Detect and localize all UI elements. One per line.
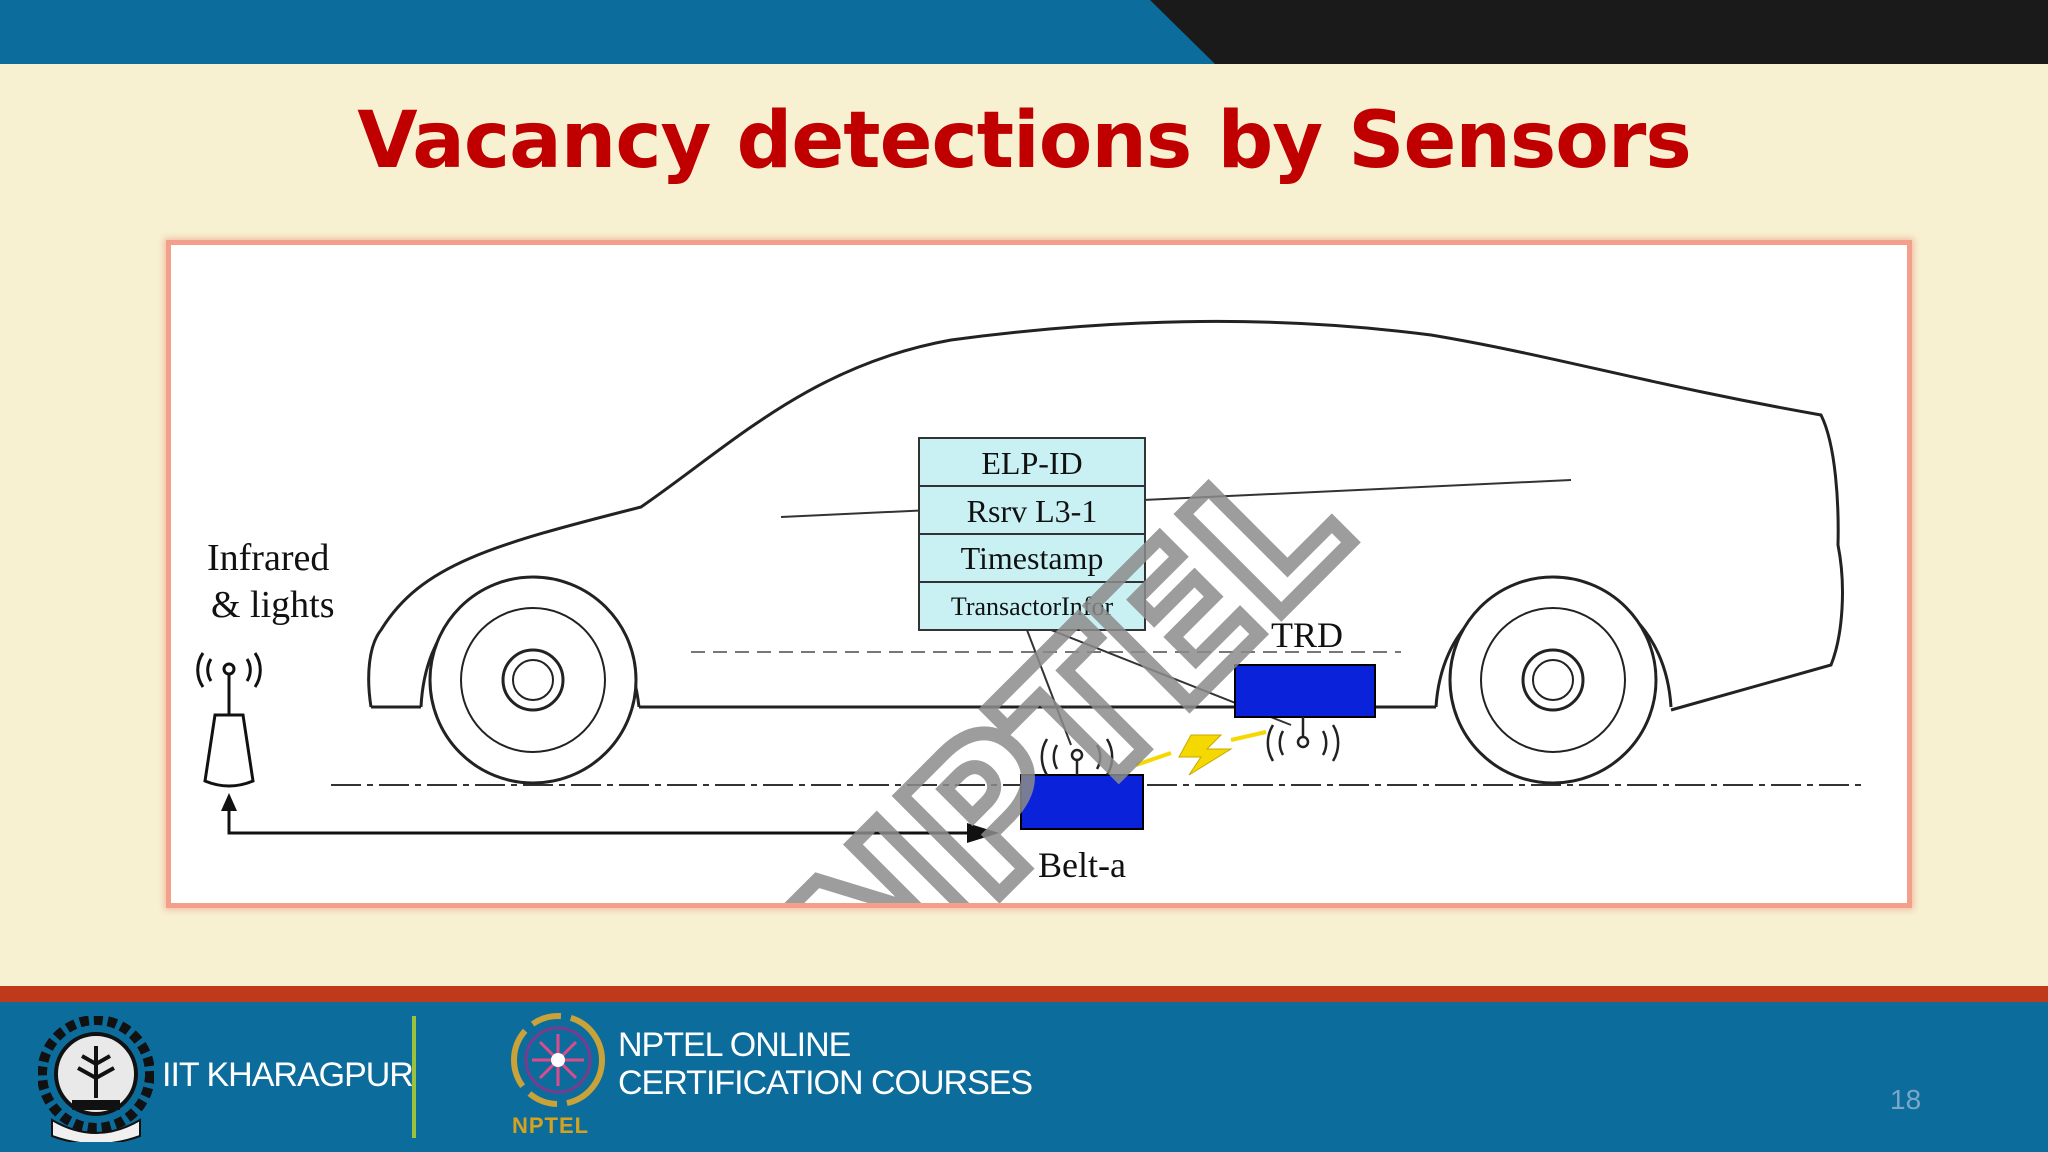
nptel-logo-text: NPTEL	[512, 1113, 590, 1138]
infrared-label-line1: Infrared	[207, 537, 329, 579]
door-beltline	[780, 479, 1572, 518]
footer-divider	[412, 1016, 416, 1138]
infrared-sensor-icon	[196, 652, 262, 788]
belt-a-label: Belt-a	[1038, 845, 1126, 885]
nptel-logo-icon	[511, 1013, 605, 1107]
institute-name: IIT KHARAGPUR	[162, 1056, 414, 1094]
info-box-row	[918, 437, 1146, 487]
course-line-1: NPTEL ONLINE	[618, 1026, 851, 1064]
top-header-band	[0, 0, 2048, 64]
course-line-2: CERTIFICATION COURSES	[618, 1064, 1033, 1102]
trd-label: TRD	[1271, 615, 1343, 655]
belt-arrowhead-icon	[967, 823, 999, 843]
info-box-row	[918, 485, 1146, 535]
car-sensor-diagram: ELP-ID Rsrv L3-1 Timestamp TransactorInf…	[196, 319, 1861, 903]
infrared-up-arrow-icon	[221, 793, 237, 811]
car-body-outline	[367, 319, 1844, 712]
belt-a-block	[1020, 774, 1144, 830]
trd-block	[1234, 664, 1376, 718]
info-box-row	[918, 533, 1146, 583]
diagram-frame: ELP-ID Rsrv L3-1 Timestamp TransactorInf…	[166, 240, 1912, 908]
page-number: 18	[1890, 1084, 1922, 1115]
lightning-icon	[1178, 734, 1233, 776]
info-timestamp: Timestamp	[961, 540, 1104, 576]
info-elp-id: ELP-ID	[981, 445, 1082, 481]
info-rsrv: Rsrv L3-1	[967, 493, 1098, 529]
footer	[0, 986, 2048, 1152]
footer-bar	[0, 1002, 2048, 1152]
front-wheel	[428, 575, 638, 785]
connector-to-belt-sensor	[1026, 629, 1072, 746]
signal-line	[1230, 730, 1267, 742]
infrared-to-belt-connector	[227, 811, 971, 835]
top-band-black	[1150, 0, 2048, 64]
infrared-label-line2: & lights	[211, 584, 335, 626]
info-box-row	[918, 581, 1146, 631]
iit-kharagpur-logo-icon	[38, 1016, 154, 1142]
slide-title: Vacancy detections by Sensors	[357, 96, 1692, 186]
info-box: ELP-ID Rsrv L3-1 Timestamp TransactorInf…	[918, 437, 1146, 631]
info-transactor: TransactorInfor	[951, 592, 1114, 621]
belt-antenna-icon	[1040, 738, 1114, 776]
footer-stripe	[0, 986, 2048, 1002]
signal-line	[1135, 751, 1172, 767]
rear-wheel	[1448, 575, 1658, 785]
trd-antenna-icon	[1266, 717, 1340, 762]
